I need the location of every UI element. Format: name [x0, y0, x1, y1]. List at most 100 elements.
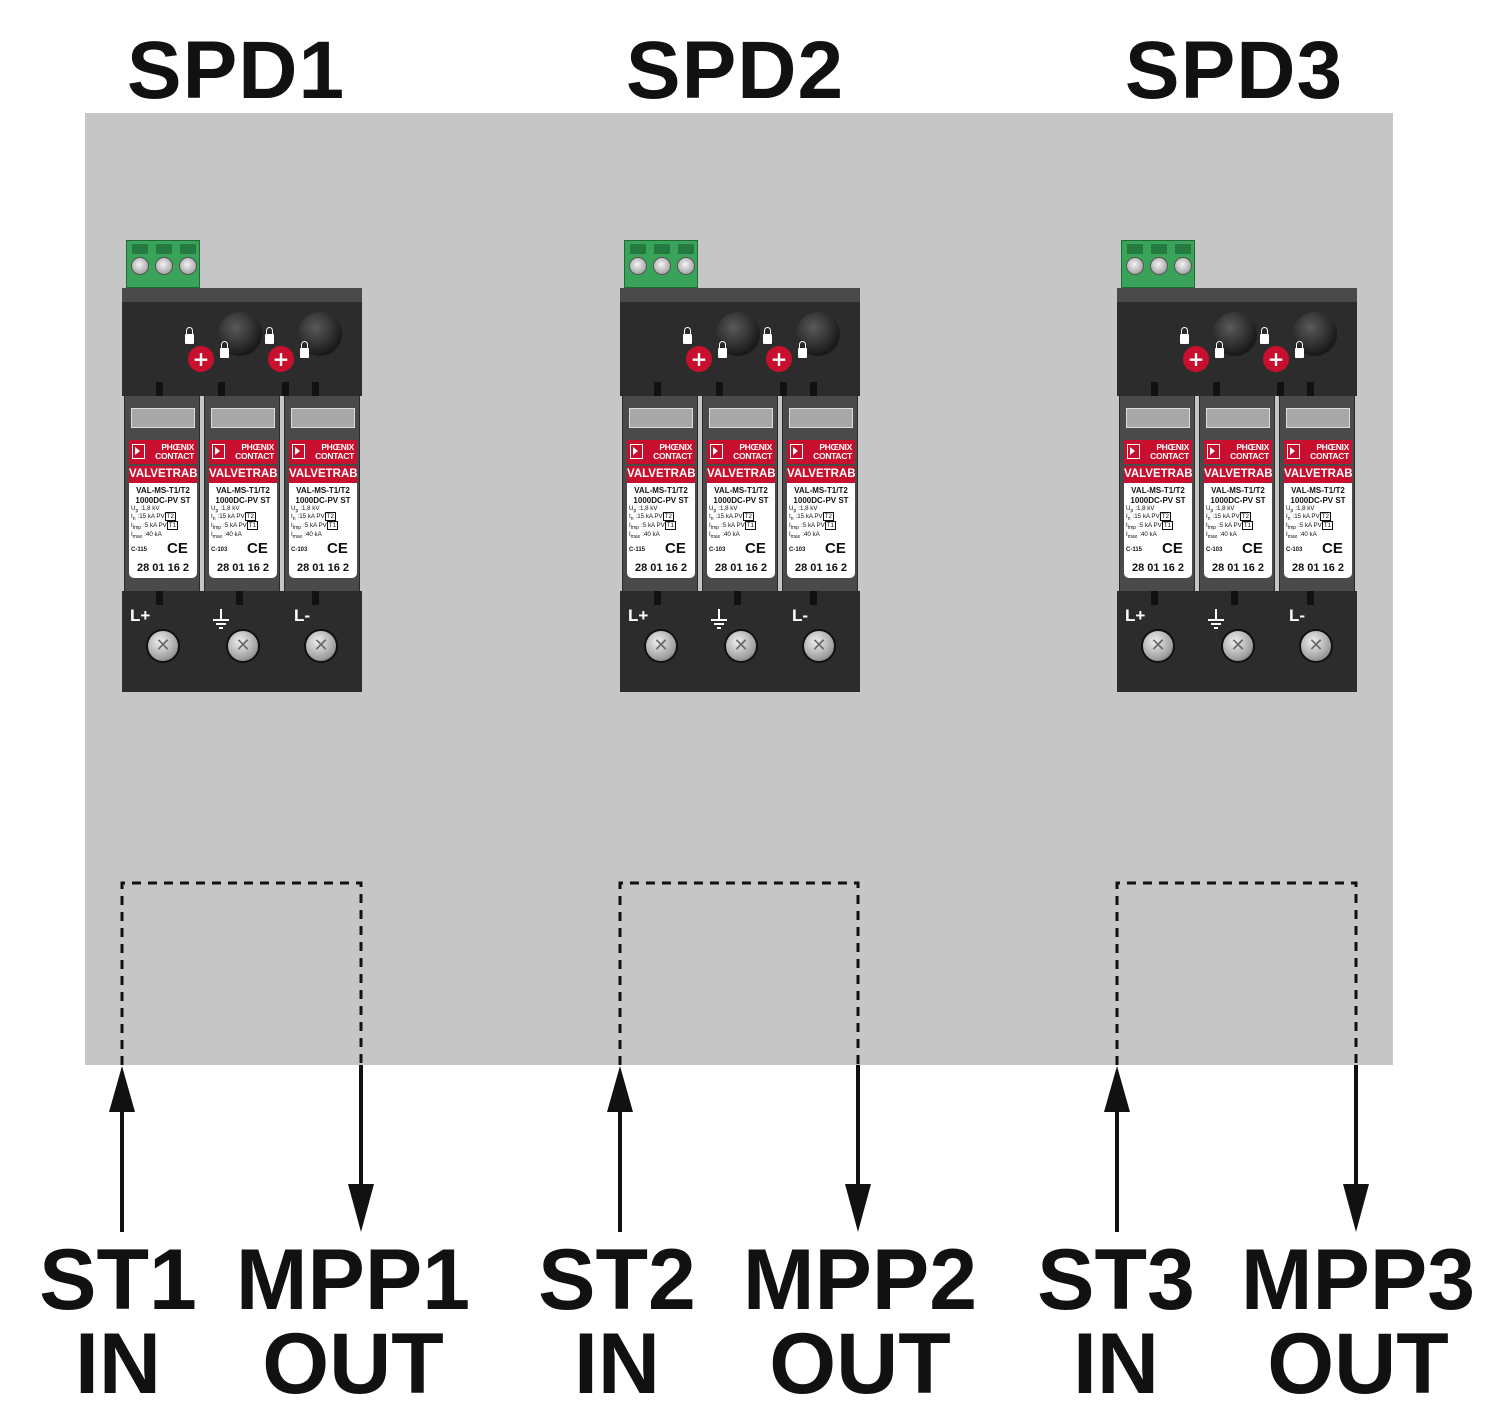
spec-symbol: I — [131, 513, 133, 520]
spec-symbol: I — [789, 531, 791, 538]
rating-class-badge: T1 — [166, 521, 179, 530]
spec-subscript: p — [713, 508, 717, 515]
rating-class-badge: T1 — [1161, 521, 1174, 530]
lock-icon — [300, 341, 309, 358]
spec-value: :1,8 kV — [718, 505, 738, 512]
spec-symbol: U — [211, 505, 216, 512]
series-name: VALVETRAB — [129, 466, 198, 483]
brand-name-line1: PHŒNIX — [1316, 442, 1349, 452]
ce-mark: CE — [1322, 540, 1343, 557]
article-number: 28 01 16 2 — [1292, 562, 1344, 574]
ce-mark: CE — [167, 540, 188, 557]
terminal-screw-icon[interactable] — [802, 629, 836, 663]
terminal-screw-icon — [677, 257, 695, 275]
model-line2: 1000DC-PV ST — [1130, 495, 1186, 505]
terminal-screw-icon[interactable] — [304, 629, 338, 663]
spec-symbol: I — [629, 531, 631, 538]
output-arrow-icon — [348, 1184, 374, 1232]
pole-label-minus: L- — [1289, 606, 1306, 625]
remote-signal-terminal[interactable] — [126, 240, 200, 288]
terminal-screw-icon[interactable] — [644, 629, 678, 663]
terminal-screw-icon[interactable] — [1141, 629, 1175, 663]
lock-icon — [220, 341, 229, 358]
series-name: VALVETRAB — [627, 466, 696, 483]
terminal-screw-icon[interactable] — [146, 629, 180, 663]
spec-row-imax: Imax:40 kA — [709, 531, 740, 541]
brand-logo-icon — [1207, 444, 1220, 459]
housing-notch — [654, 591, 661, 605]
ce-mark: CE — [825, 540, 846, 557]
locking-screw[interactable]: + — [686, 346, 712, 372]
spec-row-up: Up:1,8 kV — [629, 505, 658, 515]
housing-notch — [156, 591, 163, 605]
spec-subscript: p — [1210, 508, 1214, 515]
status-window — [291, 408, 355, 428]
remote-signal-terminal[interactable] — [624, 240, 698, 288]
brand-name-line1: PHŒNIX — [1236, 442, 1269, 452]
unlock-icon — [1260, 327, 1269, 344]
output-label-line1: MPP3 — [1240, 1232, 1476, 1328]
spec-symbol: U — [1286, 505, 1291, 512]
housing-notch — [1307, 382, 1314, 396]
spec-symbol: U — [709, 505, 714, 512]
brand-name-line1: PHŒNIX — [1156, 442, 1189, 452]
ce-mark: CE — [1162, 540, 1183, 557]
spec-value: :1,8 kV — [1215, 505, 1235, 512]
spec-value: :40 kA — [224, 531, 242, 538]
terminal-screw-icon[interactable] — [724, 629, 758, 663]
rating-class-badge: T2 — [324, 512, 336, 521]
locking-screw[interactable]: + — [766, 346, 792, 372]
housing-notch — [1151, 591, 1158, 605]
locking-screw[interactable]: + — [268, 346, 294, 372]
locking-screw[interactable]: + — [188, 346, 214, 372]
internal-wiring-dashed — [618, 881, 860, 1065]
spec-subscript: Imp — [1127, 525, 1137, 532]
model-line2: 1000DC-PV ST — [1290, 495, 1346, 505]
device-base-top: ++ — [620, 302, 860, 396]
model-line1: VAL-MS-T1/T2 — [714, 486, 768, 495]
spec-value: :5 kA PV — [223, 522, 247, 529]
spec-symbol: I — [1286, 522, 1288, 529]
model-line2: 1000DC-PV ST — [793, 495, 849, 505]
model-line1: VAL-MS-T1/T2 — [1211, 486, 1265, 495]
terminal-screw-icon[interactable] — [1299, 629, 1333, 663]
series-name: VALVETRAB — [1204, 466, 1273, 483]
locking-screw[interactable]: + — [1263, 346, 1289, 372]
spec-value: :1,8 kV — [798, 505, 818, 512]
terminal-screw-icon[interactable] — [226, 629, 260, 663]
spec-value: :5 kA PV — [641, 522, 665, 529]
terminal-screw-icon[interactable] — [1221, 629, 1255, 663]
spec-row-imax: Imax:40 kA — [789, 531, 820, 541]
output-label-line1: MPP2 — [742, 1232, 978, 1328]
brand-logo-icon — [292, 444, 305, 459]
spec-subscript: Imp — [132, 525, 142, 532]
spec-symbol: I — [1206, 531, 1208, 538]
spec-value: :5 kA PV — [303, 522, 327, 529]
spec-row-up: Up:1,8 kV — [1286, 505, 1315, 515]
spec-value: :1,8 kV — [140, 505, 160, 512]
spec-subscript: max — [710, 534, 721, 541]
output-label-line2: OUT — [769, 1316, 951, 1412]
spec-subscript: n — [630, 516, 634, 523]
article-number: 28 01 16 2 — [635, 562, 687, 574]
spec-subscript: p — [793, 508, 797, 515]
remote-signal-terminal[interactable] — [1121, 240, 1195, 288]
locking-screw[interactable]: + — [1183, 346, 1209, 372]
